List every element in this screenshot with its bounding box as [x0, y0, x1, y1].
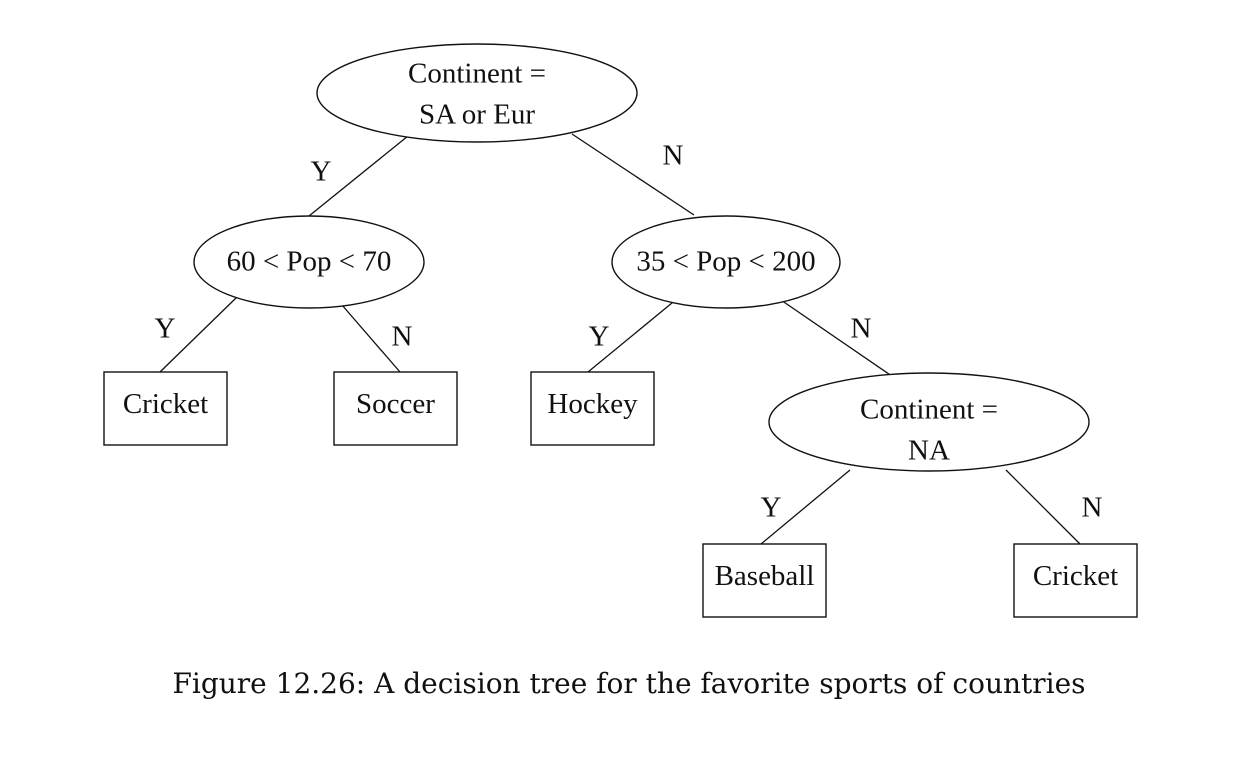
- decision-node-continent-na: Continent = NA: [768, 372, 1090, 472]
- edge-label-no: N: [851, 313, 872, 345]
- edge-label-no: N: [392, 321, 413, 353]
- decision-node-text: 35 < Pop < 200: [636, 246, 815, 278]
- leaf-node-box: [702, 543, 827, 618]
- decision-node-text: Continent =: [408, 58, 546, 90]
- edge-pop_large-to-leaf_hockey: [587, 297, 679, 373]
- edge-label-yes: Y: [589, 321, 610, 353]
- edge-label-yes: Y: [761, 492, 782, 524]
- edge-root-to-pop_small: [308, 135, 409, 217]
- leaf-node-box: [1013, 543, 1138, 618]
- edge-pop_small-to-leaf_cricket_1: [159, 297, 237, 373]
- leaf-node-text: Hockey: [547, 388, 638, 420]
- edge-continent_na-to-leaf_cricket_2: [1005, 469, 1081, 545]
- leaf-node-leaf-soccer: Soccer: [333, 371, 458, 446]
- decision-node-text: SA or Eur: [419, 99, 535, 131]
- decision-node-ellipse: [768, 372, 1090, 472]
- leaf-node-box: [103, 371, 228, 446]
- decision-node-pop-small: 60 < Pop < 70: [193, 215, 425, 309]
- leaf-node-text: Soccer: [356, 388, 435, 420]
- decision-node-root: Continent = SA or Eur: [316, 43, 638, 143]
- edge-pop_large-to-continent_na: [777, 297, 900, 382]
- edge-continent_na-to-leaf_baseball: [760, 469, 851, 545]
- decision-tree-diagram: Y N Y N Y N Y N Continent = SA or Eur 60 < Pop < 7…: [103, 43, 1138, 618]
- decision-node-pop-large: 35 < Pop < 200: [611, 215, 841, 309]
- leaf-node-text: Cricket: [123, 388, 208, 420]
- edge-label-yes: Y: [155, 313, 176, 345]
- decision-node-ellipse: [611, 215, 841, 309]
- edge-label-yes: Y: [311, 156, 332, 188]
- edge-label-no: N: [663, 140, 684, 172]
- leaf-node-text: Cricket: [1033, 560, 1118, 592]
- leaf-node-leaf-baseball: Baseball: [702, 543, 827, 618]
- edge-root-to-pop_large: [571, 133, 695, 216]
- leaf-node-text: Baseball: [715, 560, 815, 592]
- decision-node-ellipse: [316, 43, 638, 143]
- leaf-node-leaf-cricket-1: Cricket: [103, 371, 228, 446]
- decision-node-text: NA: [908, 435, 950, 467]
- leaf-node-box: [530, 371, 655, 446]
- figure-caption: Figure 12.26: A decision tree for the fa…: [172, 667, 1086, 700]
- leaf-node-leaf-cricket-2: Cricket: [1013, 543, 1138, 618]
- decision-node-ellipse: [193, 215, 425, 309]
- edge-pop_small-to-leaf_soccer: [341, 304, 401, 373]
- leaf-node-box: [333, 371, 458, 446]
- decision-node-text: Continent =: [860, 394, 998, 426]
- leaf-node-leaf-hockey: Hockey: [530, 371, 655, 446]
- decision-node-text: 60 < Pop < 70: [227, 246, 392, 278]
- edge-label-no: N: [1082, 492, 1103, 524]
